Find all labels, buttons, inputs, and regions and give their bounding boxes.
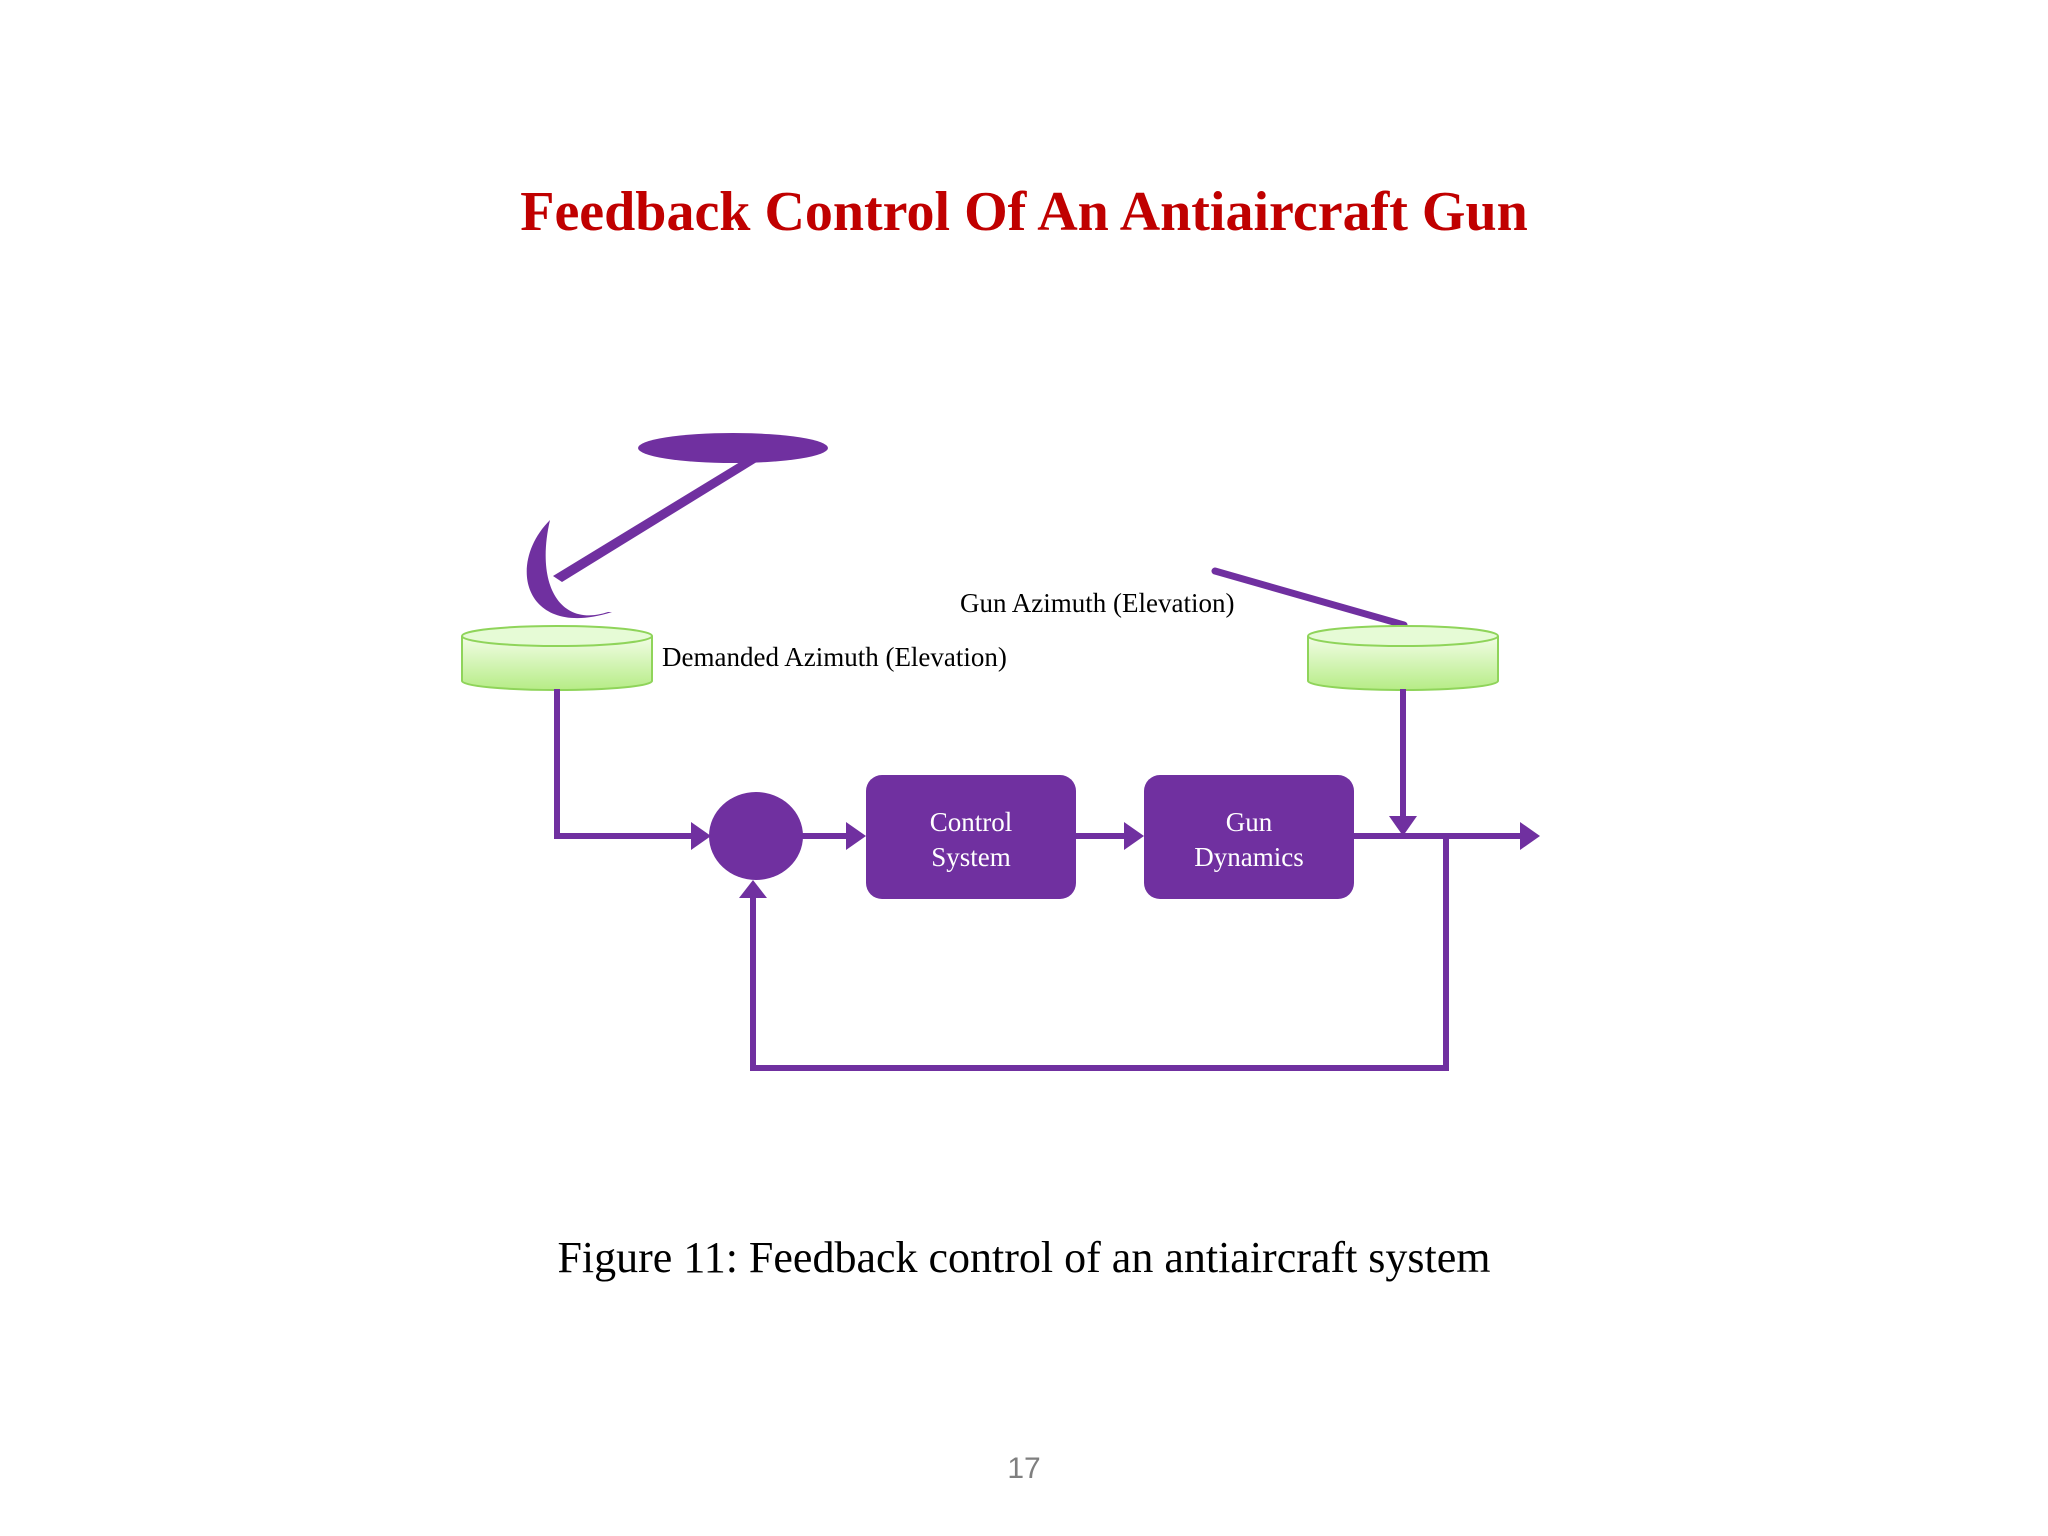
arrow-feedback-up: [739, 880, 767, 898]
gun-barrel-icon: [1211, 567, 1408, 629]
aircraft-icon: [638, 433, 828, 463]
tracking-beam-icon: [553, 460, 760, 582]
gun-dynamics-block: Gun Dynamics: [1144, 775, 1354, 899]
gun-dynamics-label-line1: Gun: [1226, 807, 1273, 837]
radar-base-icon: [461, 625, 653, 691]
gun-azimuth-label: Gun Azimuth (Elevation): [960, 588, 1234, 618]
gun-base-icon: [1307, 625, 1499, 691]
demanded-azimuth-label: Demanded Azimuth (Elevation): [662, 642, 1007, 672]
arrow-output: [1520, 822, 1540, 850]
arrow-sensor-down: [1389, 816, 1417, 836]
control-system-label-line2: System: [931, 842, 1011, 872]
gun-dynamics-label-line2: Dynamics: [1194, 842, 1303, 872]
signal-lines: [554, 689, 1525, 1071]
arrow-into-summing-junction: [691, 822, 711, 850]
control-system-block: Control System: [866, 775, 1076, 899]
control-system-label-line1: Control: [930, 807, 1013, 837]
arrowheads: [691, 816, 1540, 898]
arrow-into-gun-dynamics: [1124, 822, 1144, 850]
summing-junction: [709, 792, 803, 880]
figure-caption: Figure 11: Feedback control of an antiai…: [557, 1233, 1491, 1282]
page-number: 17: [1007, 1452, 1041, 1485]
radar-dish-icon: [526, 520, 612, 619]
slide-title: Feedback Control Of An Antiaircraft Gun: [520, 181, 1528, 243]
arrow-into-control-system: [846, 822, 866, 850]
